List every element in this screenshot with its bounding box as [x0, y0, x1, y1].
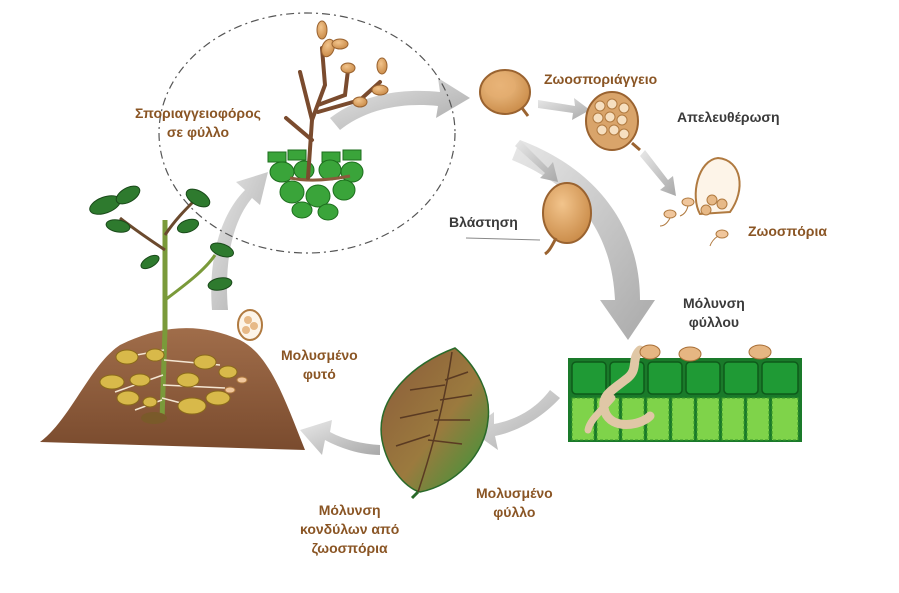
germinating-sporangium-icon	[465, 182, 592, 256]
label-infected-leaf: Μολυσμένο φύλλο	[476, 485, 553, 520]
label-release: Απελευθέρωση	[677, 109, 780, 125]
label-leaf-infection: Μόλυνση φύλλου	[683, 295, 745, 330]
label-zoosporangium: Ζωοσποριάγγειο	[544, 71, 658, 87]
label-germination: Βλάστηση	[449, 214, 518, 230]
label-zoospores: Ζωοσπόρια	[748, 223, 827, 239]
sporangium-icon	[479, 69, 531, 117]
infected-leaf-icon	[380, 347, 490, 500]
label-tuber-infection: Μόλυνση κονδύλων από ζωοσπόρια	[300, 502, 400, 556]
label-sporangiophore: Σποριαγγειοφόρος σε φύλλο	[135, 105, 261, 140]
cycle-arrow-icon	[211, 78, 676, 455]
release-icon	[694, 156, 741, 216]
leaf-tissue-icon	[568, 344, 802, 442]
potato-plant-icon	[40, 185, 305, 450]
zoospore-icon	[659, 197, 729, 247]
sporangiophore-icon	[267, 20, 389, 221]
sporangiophore-highlight-circle	[158, 12, 456, 254]
zoosporangium-icon	[585, 91, 641, 152]
label-infected-plant: Μολυσμένο φυτό	[281, 347, 358, 382]
